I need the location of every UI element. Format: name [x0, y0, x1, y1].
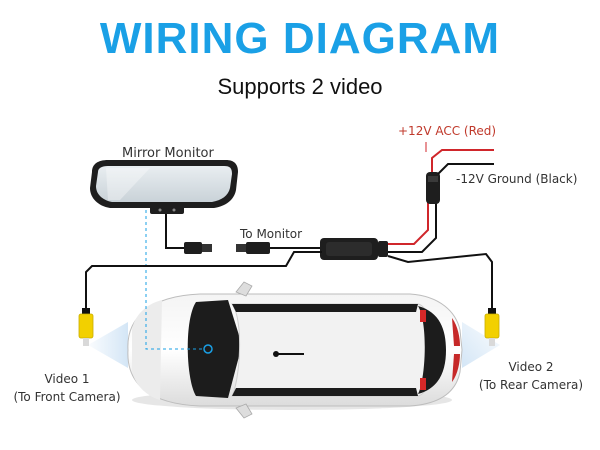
ground-wire-top	[437, 163, 494, 175]
video1-title: Video 1	[44, 372, 90, 386]
connector-box-icon	[320, 238, 388, 260]
acc-label: +12V ACC (Red)	[398, 124, 497, 138]
acc-wire-top	[431, 149, 494, 172]
mirror-monitor-icon	[90, 160, 238, 214]
video2-subtitle: (To Rear Camera)	[478, 378, 584, 392]
acc-wire	[388, 200, 429, 245]
video2-rca-plug-icon	[484, 308, 500, 346]
video2-label: Video 2 (To Rear Camera)	[466, 358, 596, 394]
car-icon	[127, 281, 463, 419]
ground-wire	[388, 200, 437, 253]
video1-wire	[85, 251, 322, 308]
video2-wire	[387, 252, 493, 308]
page-subtitle: Supports 2 video	[217, 74, 383, 99]
page-title: WIRING DIAGRAM	[99, 14, 501, 63]
monitor-plug-icon	[184, 242, 270, 254]
video1-subtitle: (To Front Camera)	[13, 390, 121, 404]
monitor-cable	[165, 214, 184, 249]
front-camera-beam	[88, 322, 128, 368]
fuse-holder-icon	[426, 172, 440, 204]
rear-camera-beam	[462, 322, 500, 368]
ground-label: -12V Ground (Black)	[456, 172, 578, 186]
to-monitor-label: To Monitor	[240, 227, 303, 241]
video1-rca-plug-icon	[78, 308, 94, 346]
mirror-location-leader	[145, 210, 204, 350]
video1-label: Video 1 (To Front Camera)	[2, 370, 132, 406]
video2-title: Video 2	[508, 360, 554, 374]
mirror-monitor-label: Mirror Monitor	[122, 146, 214, 161]
